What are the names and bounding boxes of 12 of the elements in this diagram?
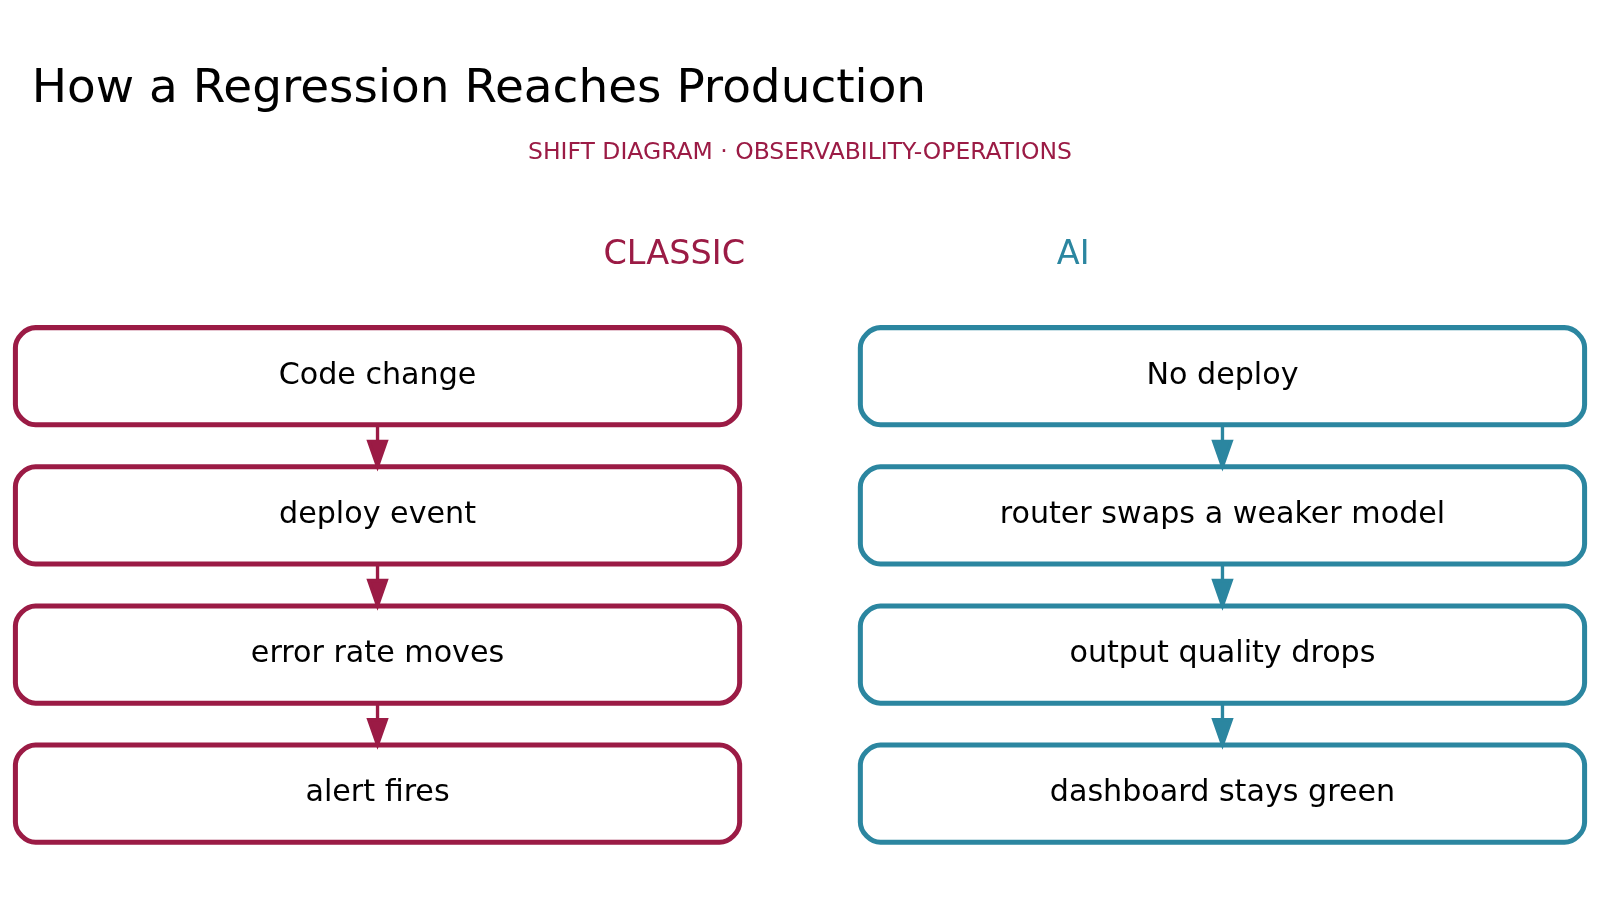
node-box: No deploy xyxy=(857,325,1588,428)
node-box: deploy event xyxy=(12,464,743,567)
node-box: Code change xyxy=(12,325,743,428)
node-box: alert fires xyxy=(12,742,743,845)
node-box: output quality drops xyxy=(857,603,1588,706)
label: AI xyxy=(1056,232,1090,272)
diagram-title: How a Regression Reaches Production xyxy=(31,57,927,113)
label: CLASSIC xyxy=(603,232,746,272)
node-box: error rate moves xyxy=(12,603,743,706)
label: SHIFT DIAGRAM · OBSERVABILITY-OPERATIONS xyxy=(528,137,1072,166)
node-box: router swaps a weaker model xyxy=(857,464,1588,567)
node-box: dashboard stays green xyxy=(857,742,1588,845)
